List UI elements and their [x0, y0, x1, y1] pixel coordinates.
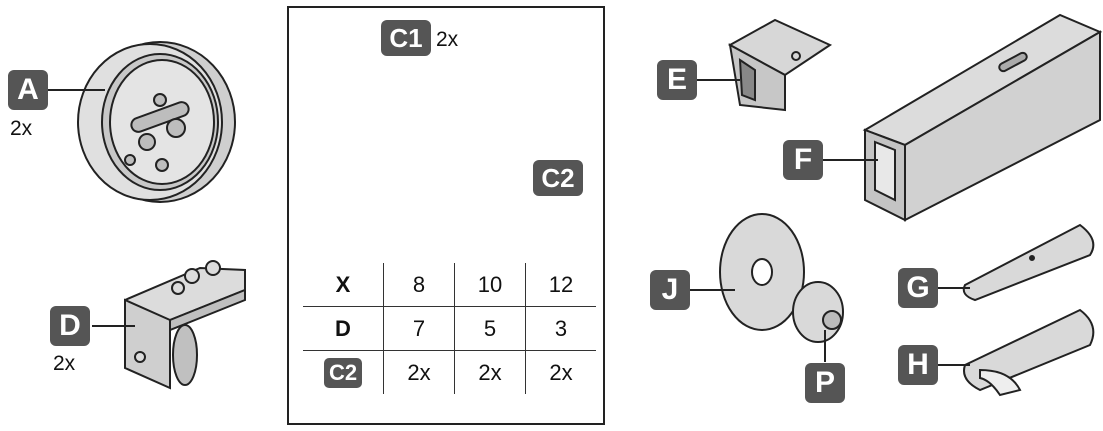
table-cell: 2x	[383, 350, 455, 394]
part-label-h: H	[898, 345, 938, 385]
part-label-a: A	[8, 70, 48, 110]
table-cell: 7	[383, 306, 455, 351]
part-label-j: J	[650, 270, 690, 310]
table-row: D 7 5 3	[303, 306, 596, 351]
part-label-d: D	[50, 306, 90, 346]
table-row: X 8 10 12	[303, 263, 596, 307]
part-d-qty: 2x	[53, 352, 76, 375]
angle-bracket-e-drawing	[727, 18, 833, 112]
detail-frame: C1 2x C2 X 8 10 12 D 7 5 3 C2 2x 2x 2x	[287, 6, 605, 425]
c2-badge: C2	[323, 357, 363, 388]
part-label-f: F	[783, 140, 823, 180]
part-label-c2: C2	[533, 160, 583, 196]
part-label-c1: C1	[381, 20, 431, 56]
part-label-p: P	[805, 363, 845, 403]
table-cell: 8	[383, 263, 455, 307]
strip-h-drawing	[963, 308, 1095, 397]
table-cell: 2x	[454, 350, 526, 394]
row-label-c2: C2	[303, 350, 384, 394]
table-cell: 12	[525, 263, 596, 307]
part-label-g: G	[898, 268, 938, 308]
part-a-qty: 2x	[10, 117, 33, 140]
bracket-d-drawing	[124, 260, 246, 390]
table-cell: 2x	[525, 350, 596, 394]
washer-j-drawing	[719, 213, 805, 331]
spec-table: X 8 10 12 D 7 5 3 C2 2x 2x 2x	[303, 263, 596, 394]
cover-strip-g-drawing	[962, 223, 1095, 302]
roller-wheel-drawing	[77, 41, 236, 203]
table-cell: 3	[525, 306, 596, 351]
part-c1-qty: 2x	[436, 28, 459, 51]
table-cell: 10	[454, 263, 526, 307]
table-cell: 5	[454, 306, 526, 351]
disc-p-drawing	[792, 281, 844, 343]
rail-profile-f-drawing	[862, 13, 1103, 222]
part-label-e: E	[657, 60, 697, 100]
table-row: C2 2x 2x 2x	[303, 350, 596, 394]
row-label-x: X	[335, 271, 351, 297]
row-label-d: D	[303, 306, 384, 351]
